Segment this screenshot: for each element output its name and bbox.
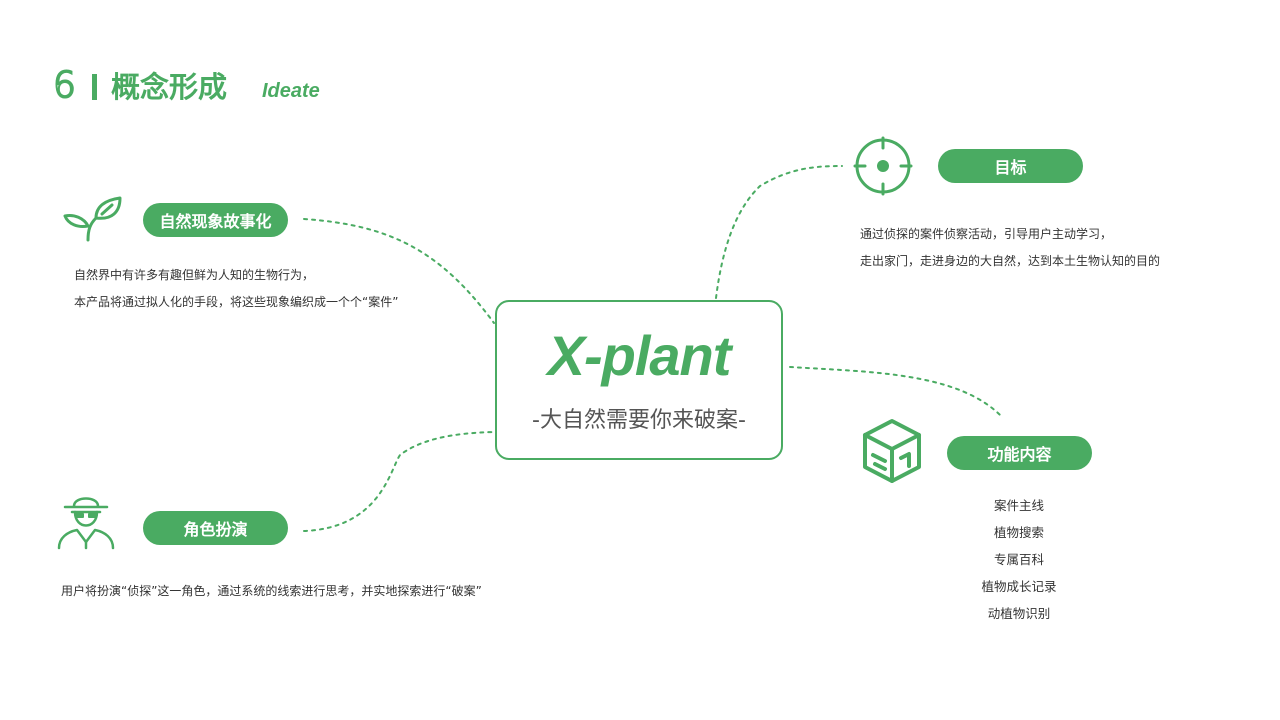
story-desc-line-2: 本产品将通过拟人化的手段，将这些现象编织成一个个“案件” [74,295,399,309]
detective-icon [57,492,115,550]
section-number: 6 [52,65,77,107]
page-title: 概念形成 [111,70,228,104]
goal-desc-line-2: 走出家门，走进身边的大自然，达到本土生物认知的目的 [860,254,1161,268]
cube-icon [861,418,923,484]
feature-item: 植物搜索 [993,525,1044,540]
goal-desc-line-1: 通过侦探的案件侦察活动，引导用户主动学习， [860,227,1113,241]
story-desc-line-1: 自然界中有许多有趣但鲜为人知的生物行为， [74,268,315,282]
title-divider [92,74,97,100]
connector-story [303,218,495,324]
center-card: X-plant -大自然需要你来破案- [495,300,783,460]
role-desc-line-1: 用户将扮演“侦探”这一角色，通过系统的线索进行思考，并实地探索进行“破案” [61,584,482,598]
role-pill: 角色扮演 [143,511,288,545]
target-icon [853,136,913,196]
brand-logo-text: X-plant [547,324,732,387]
feature-item: 案件主线 [993,498,1044,513]
connector-goal [715,165,843,299]
feature-item: 植物成长记录 [981,579,1057,594]
connector-role [303,431,495,532]
sprout-icon [62,196,124,244]
page-subtitle: Ideate [262,80,320,102]
goal-pill: 目标 [938,149,1083,183]
connector-features [789,366,1004,419]
features-pill: 功能内容 [947,436,1092,470]
feature-item: 专属百科 [993,552,1044,567]
feature-item: 动植物识别 [987,606,1051,621]
story-pill: 自然现象故事化 [143,203,288,237]
center-tagline: -大自然需要你来破案- [532,408,746,433]
